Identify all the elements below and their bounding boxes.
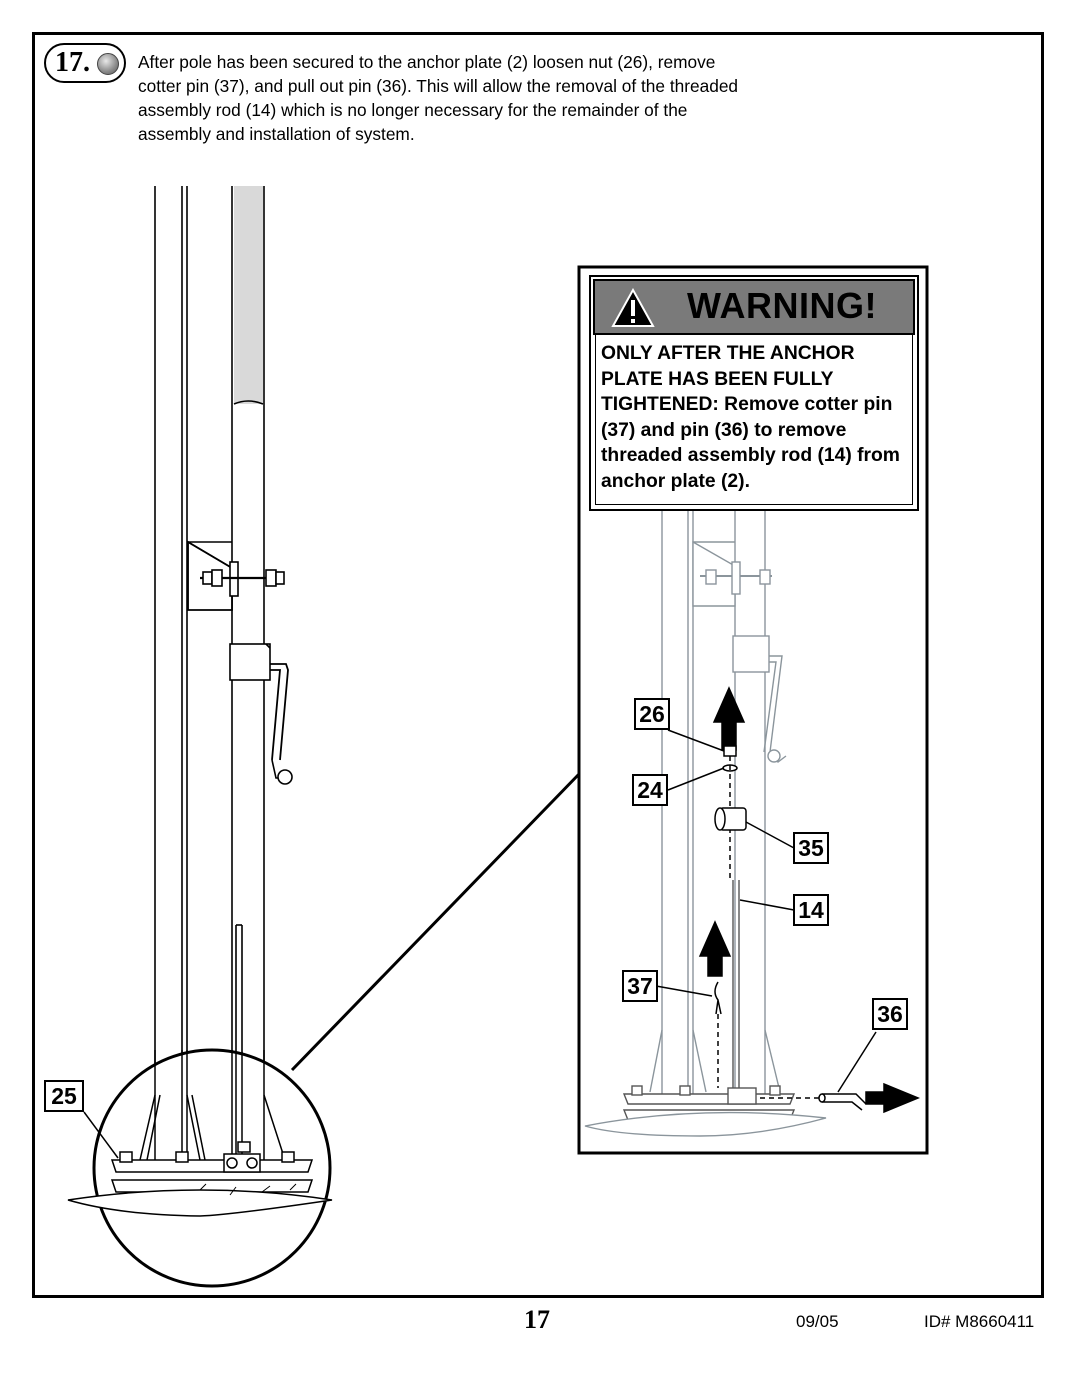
page-frame (32, 32, 1044, 1298)
callout-24: 24 (632, 774, 668, 806)
page-number: 17 (524, 1305, 550, 1334)
step-number: 17. (55, 47, 90, 78)
callout-26: 26 (634, 698, 670, 730)
hardware-icon (97, 53, 119, 75)
revision-date: 09/05 (796, 1312, 839, 1331)
document-id: ID# M8660411 (924, 1312, 1035, 1331)
callout-35: 35 (793, 832, 829, 864)
inset-pole-drawing (584, 511, 827, 1137)
inset-hardware (655, 686, 920, 1114)
callout-36: 36 (872, 998, 908, 1030)
callout-14: 14 (793, 894, 829, 926)
step-badge: 17. (44, 43, 126, 83)
main-pole-drawing (154, 186, 293, 1125)
warning-triangle-icon (611, 288, 655, 327)
callout-37: 37 (622, 970, 658, 1002)
step-instruction: After pole has been secured to the ancho… (138, 52, 739, 144)
warning-message: ONLY AFTER THE ANCHOR PLATE HAS BEEN FUL… (601, 343, 900, 492)
callout-25: 25 (44, 1080, 84, 1112)
warning-box: WARNING! ONLY AFTER THE ANCHOR PLATE HAS… (589, 275, 919, 511)
warning-title: WARNING! (687, 285, 877, 326)
base-detail-circle (67, 1048, 333, 1288)
warning-header: WARNING! (593, 279, 915, 335)
